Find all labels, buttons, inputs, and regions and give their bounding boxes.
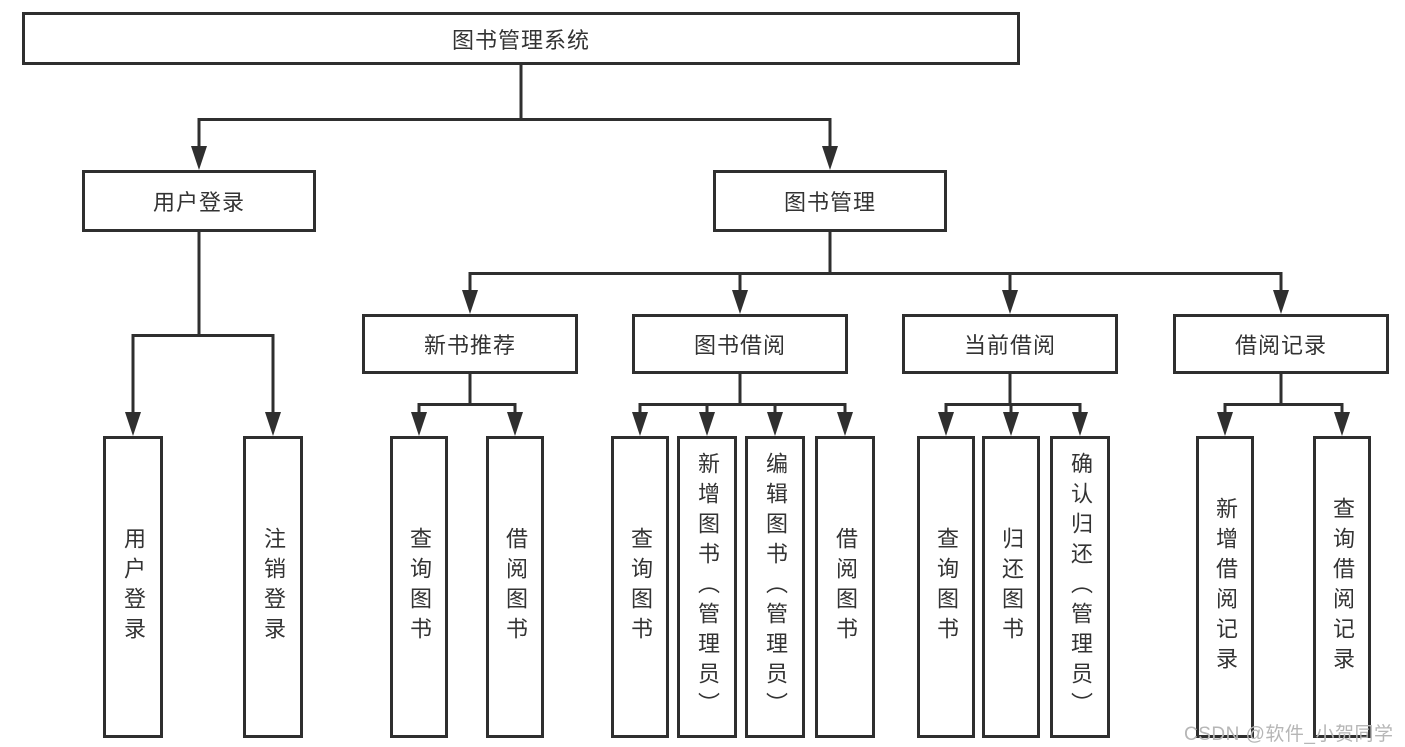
node-current-borrowing-label: 当前借阅 <box>963 333 1056 358</box>
node-root-system-label: 图书管理系统 <box>451 27 590 53</box>
leaf-query-books-current: 查询图书 <box>917 436 975 738</box>
node-root-system: 图书管理系统 <box>22 12 1020 65</box>
leaf-query-books-current-label: 查询图书 <box>934 527 959 647</box>
leaf-add-borrow-record-label: 新增借阅记录 <box>1213 497 1238 677</box>
leaf-borrow-books-recommend: 借阅图书 <box>486 436 544 738</box>
leaf-query-books-borrowing-label: 查询图书 <box>628 527 653 647</box>
leaf-borrow-books: 借阅图书 <box>815 436 875 738</box>
leaf-query-borrow-record-label: 查询借阅记录 <box>1330 497 1355 677</box>
leaf-user-login: 用户登录 <box>103 436 163 738</box>
node-book-borrowing-label: 图书借阅 <box>693 333 786 358</box>
leaf-edit-books-admin: 编辑图书（管理员） <box>745 436 805 738</box>
node-book-borrowing: 图书借阅 <box>632 314 848 374</box>
node-user-login: 用户登录 <box>82 170 316 232</box>
leaf-confirm-return-admin: 确认归还（管理员） <box>1050 436 1110 738</box>
node-borrowing-records: 借阅记录 <box>1173 314 1389 374</box>
node-borrowing-records-label: 借阅记录 <box>1234 333 1327 358</box>
leaf-query-books-recommend-label: 查询图书 <box>407 527 432 647</box>
leaf-query-books-borrowing: 查询图书 <box>611 436 669 738</box>
node-new-book-recommendation: 新书推荐 <box>362 314 578 374</box>
leaf-add-borrow-record: 新增借阅记录 <box>1196 436 1254 738</box>
node-current-borrowing: 当前借阅 <box>902 314 1118 374</box>
leaf-borrow-books-recommend-label: 借阅图书 <box>503 527 528 647</box>
leaf-edit-books-admin-label: 编辑图书（管理员） <box>763 452 788 722</box>
leaf-logout: 注销登录 <box>243 436 303 738</box>
node-new-book-recommendation-label: 新书推荐 <box>423 333 516 358</box>
leaf-return-books: 归还图书 <box>982 436 1040 738</box>
leaf-add-books-admin-label: 新增图书（管理员） <box>695 452 720 722</box>
node-user-login-label: 用户登录 <box>152 190 245 215</box>
node-book-management-label: 图书管理 <box>783 190 876 215</box>
leaf-query-books-recommend: 查询图书 <box>390 436 448 738</box>
leaf-add-books-admin: 新增图书（管理员） <box>677 436 737 738</box>
leaf-logout-label: 注销登录 <box>261 527 286 647</box>
leaf-confirm-return-admin-label: 确认归还（管理员） <box>1068 452 1093 722</box>
leaf-borrow-books-label: 借阅图书 <box>833 527 858 647</box>
node-book-management: 图书管理 <box>713 170 947 232</box>
leaf-return-books-label: 归还图书 <box>999 527 1024 647</box>
leaf-query-borrow-record: 查询借阅记录 <box>1313 436 1371 738</box>
watermark: CSDN @软件_小贺同学 <box>1184 724 1394 745</box>
leaf-user-login-label: 用户登录 <box>121 527 146 647</box>
